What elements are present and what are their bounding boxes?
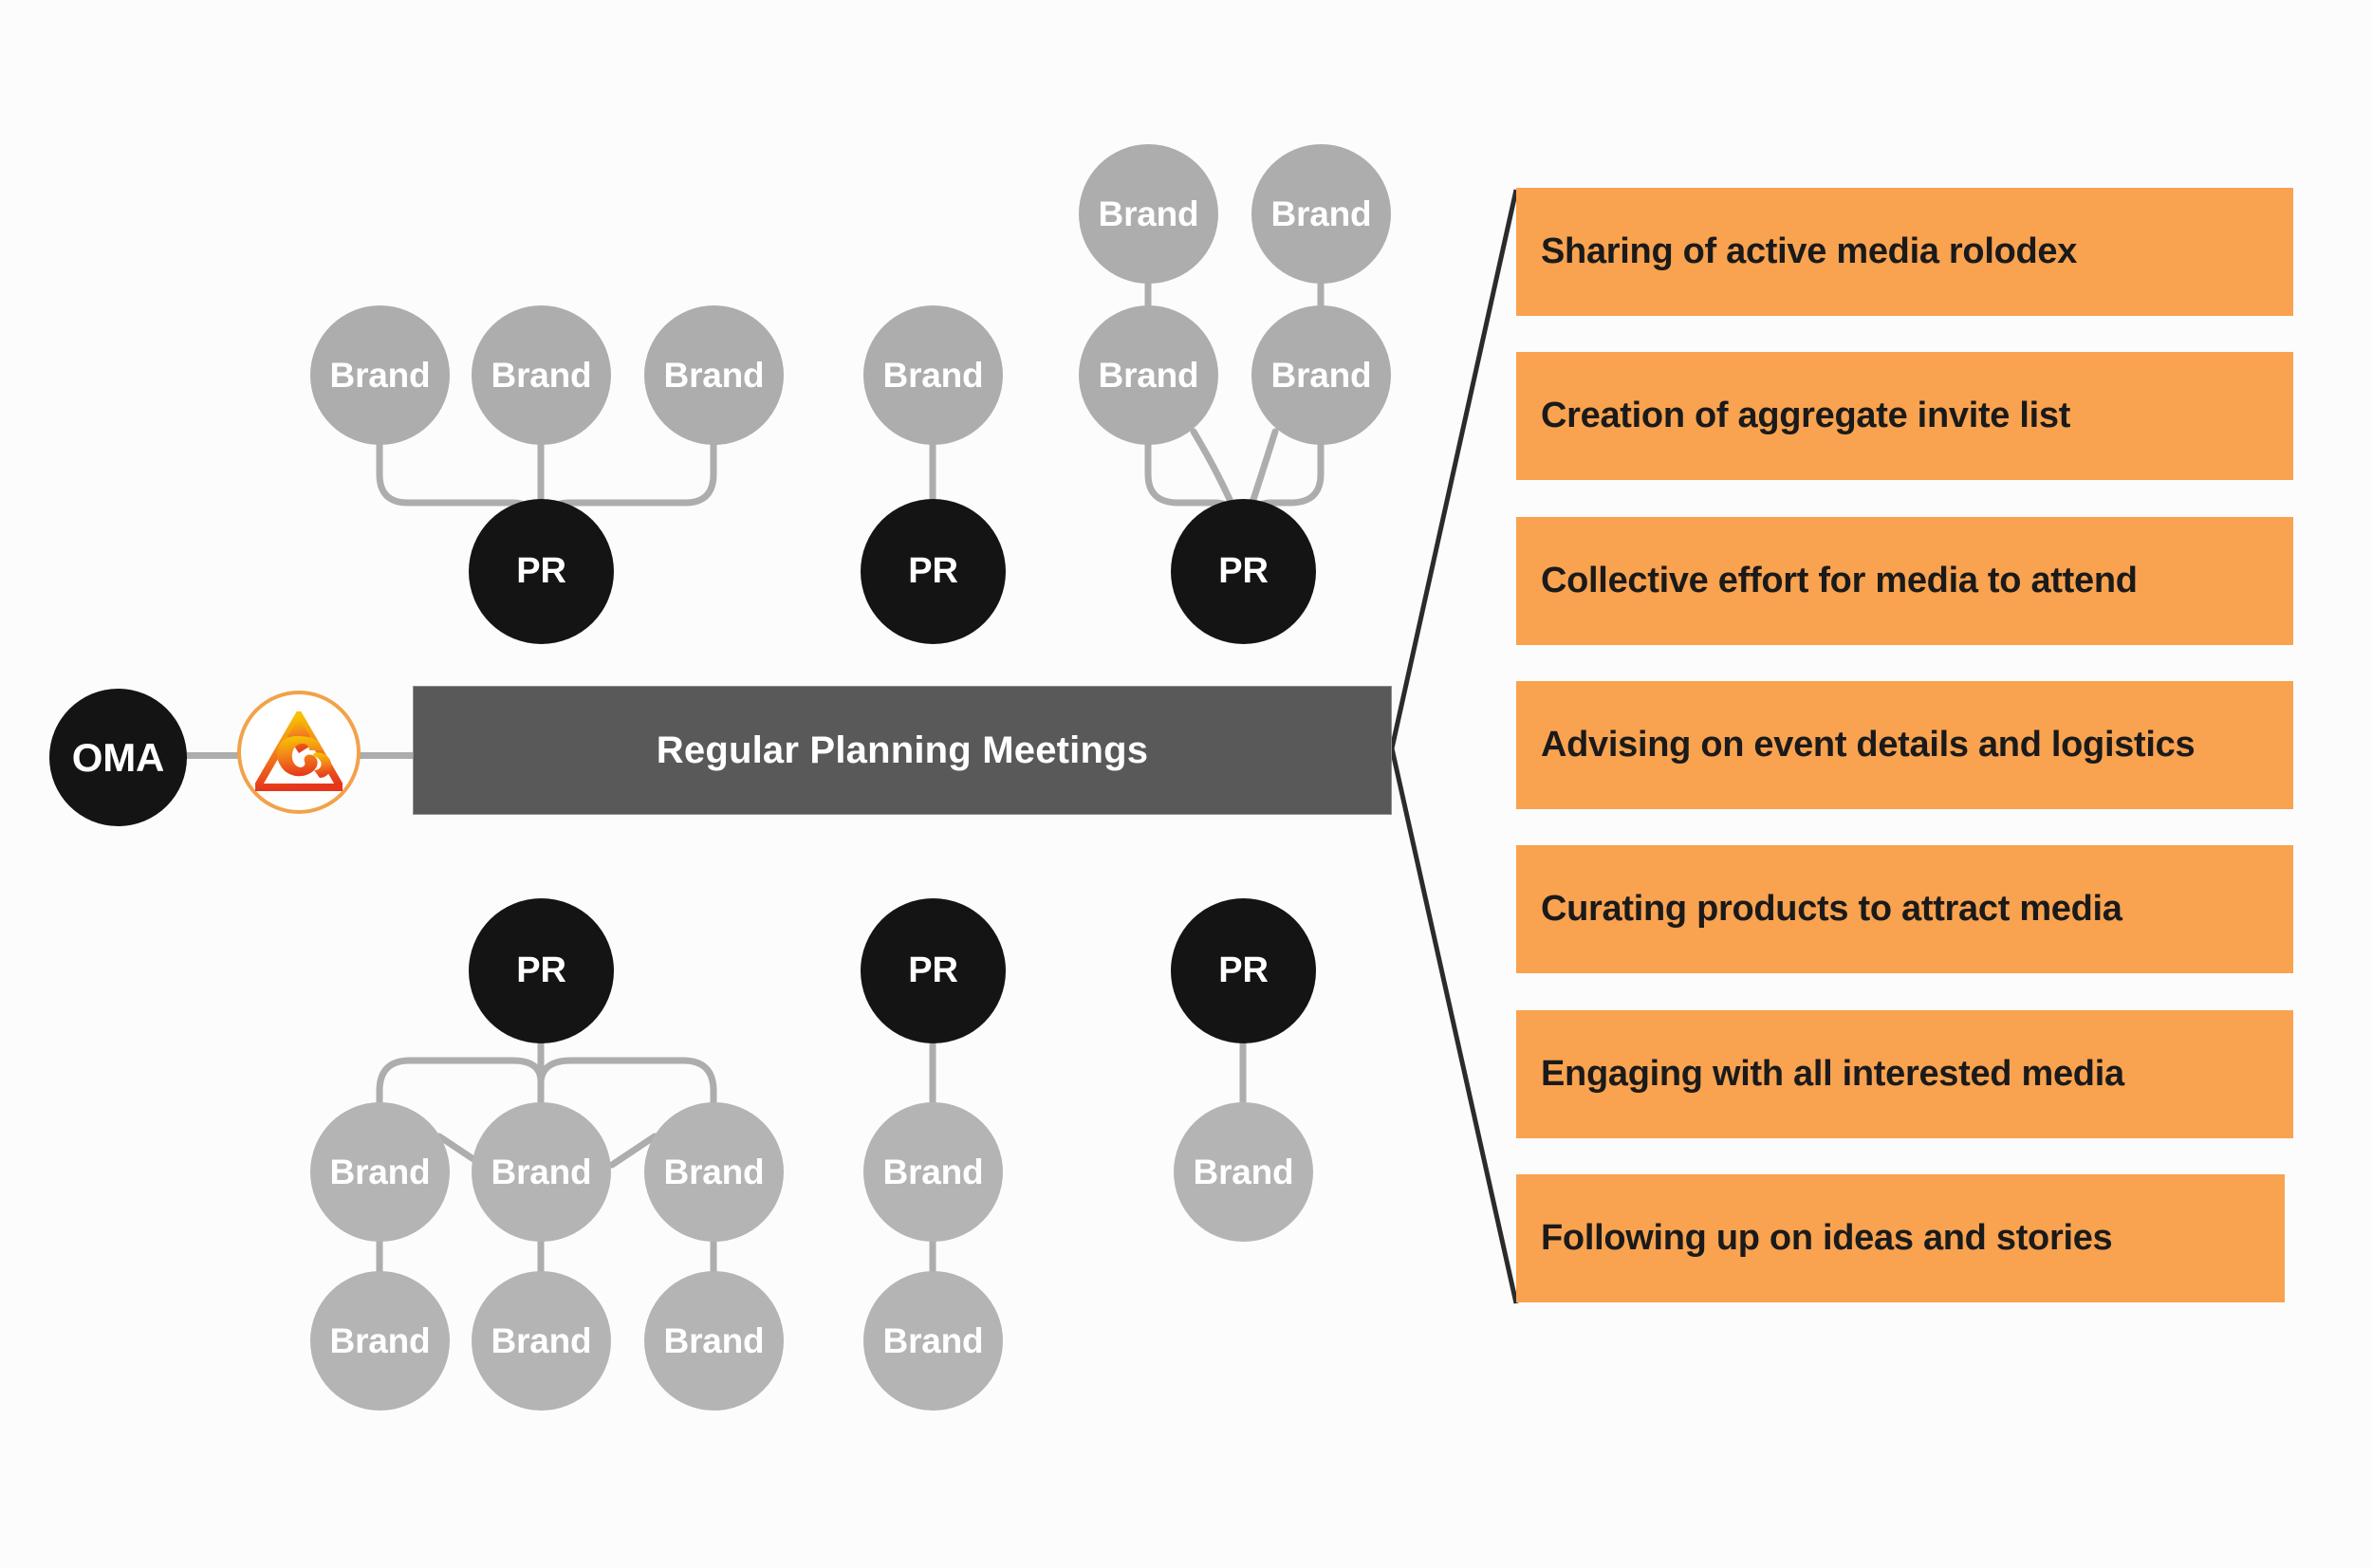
brand-label: Brand	[1193, 1152, 1294, 1191]
logo-bar-connector	[356, 752, 415, 759]
meeting-bar-label: Regular Planning Meetings	[656, 729, 1149, 771]
benefit-item[interactable]: Creation of aggregate invite list	[1516, 352, 2293, 480]
brand-label: Brand	[663, 355, 765, 395]
pr-label: PR	[908, 950, 958, 990]
benefit-label: Advising on event details and logistics	[1541, 725, 2196, 765]
benefit-label: Creation of aggregate invite list	[1541, 396, 2071, 435]
brand-label: Brand	[663, 1320, 765, 1360]
benefit-label: Following up on ideas and stories	[1541, 1218, 2113, 1258]
pr-node[interactable]: PR	[861, 499, 1006, 644]
oma-node[interactable]: OMA	[49, 689, 187, 826]
brand-node[interactable]: Brand	[310, 1102, 450, 1242]
brand-node[interactable]: Brand	[1251, 305, 1391, 445]
benefit-label: Curating products to attract media	[1541, 889, 2122, 929]
brand-node[interactable]: Brand	[863, 1102, 1003, 1242]
oma-logo[interactable]	[237, 691, 361, 814]
brand-node[interactable]: Brand	[644, 305, 784, 445]
brand-node[interactable]: Brand	[472, 1271, 611, 1411]
brand-node[interactable]: Brand	[644, 1102, 784, 1242]
benefit-item[interactable]: Engaging with all interested media	[1516, 1010, 2293, 1138]
regular-planning-meetings-bar[interactable]: Regular Planning Meetings	[413, 686, 1392, 815]
brand-node[interactable]: Brand	[1079, 305, 1218, 445]
brand-node[interactable]: Brand	[472, 305, 611, 445]
brand-label: Brand	[491, 355, 592, 395]
brand-node[interactable]: Brand	[644, 1271, 784, 1411]
oma-label: OMA	[71, 734, 165, 780]
brand-label: Brand	[491, 1320, 592, 1360]
brand-node[interactable]: Brand	[863, 1271, 1003, 1411]
benefit-item[interactable]: Curating products to attract media	[1516, 845, 2293, 973]
brand-label: Brand	[1270, 194, 1372, 233]
brand-label: Brand	[1098, 194, 1199, 233]
pr-label: PR	[1218, 950, 1269, 990]
oma-triangle-ampersand-logo-icon	[255, 711, 343, 791]
brand-node[interactable]: Brand	[1079, 144, 1218, 284]
brand-label: Brand	[329, 1152, 431, 1191]
benefit-item[interactable]: Collective effort for media to attend	[1516, 517, 2293, 645]
brand-label: Brand	[1270, 355, 1372, 395]
brand-node[interactable]: Brand	[310, 305, 450, 445]
brand-node[interactable]: Brand	[1251, 144, 1391, 284]
benefit-label: Engaging with all interested media	[1541, 1054, 2124, 1094]
pr-node[interactable]: PR	[469, 898, 614, 1043]
pr-label: PR	[1218, 551, 1269, 591]
pr-node[interactable]: PR	[861, 898, 1006, 1043]
brand-label: Brand	[882, 1320, 984, 1360]
brand-node[interactable]: Brand	[472, 1102, 611, 1242]
pr-label: PR	[908, 551, 958, 591]
brand-label: Brand	[329, 1320, 431, 1360]
brand-label: Brand	[491, 1152, 592, 1191]
brand-node[interactable]: Brand	[310, 1271, 450, 1411]
pr-label: PR	[516, 551, 566, 591]
benefit-item[interactable]: Advising on event details and logistics	[1516, 681, 2293, 809]
oma-logo-connector	[185, 752, 242, 759]
brand-label: Brand	[882, 1152, 984, 1191]
brand-label: Brand	[882, 355, 984, 395]
pr-node[interactable]: PR	[1171, 898, 1316, 1043]
brand-label: Brand	[1098, 355, 1199, 395]
brand-node[interactable]: Brand	[1174, 1102, 1313, 1242]
brand-label: Brand	[663, 1152, 765, 1191]
brand-node[interactable]: Brand	[863, 305, 1003, 445]
benefit-label: Sharing of active media rolodex	[1541, 231, 2078, 271]
pr-label: PR	[516, 950, 566, 990]
brand-label: Brand	[329, 355, 431, 395]
benefit-item[interactable]: Following up on ideas and stories	[1516, 1174, 2285, 1302]
benefit-label: Collective effort for media to attend	[1541, 561, 2138, 600]
benefit-item[interactable]: Sharing of active media rolodex	[1516, 188, 2293, 316]
